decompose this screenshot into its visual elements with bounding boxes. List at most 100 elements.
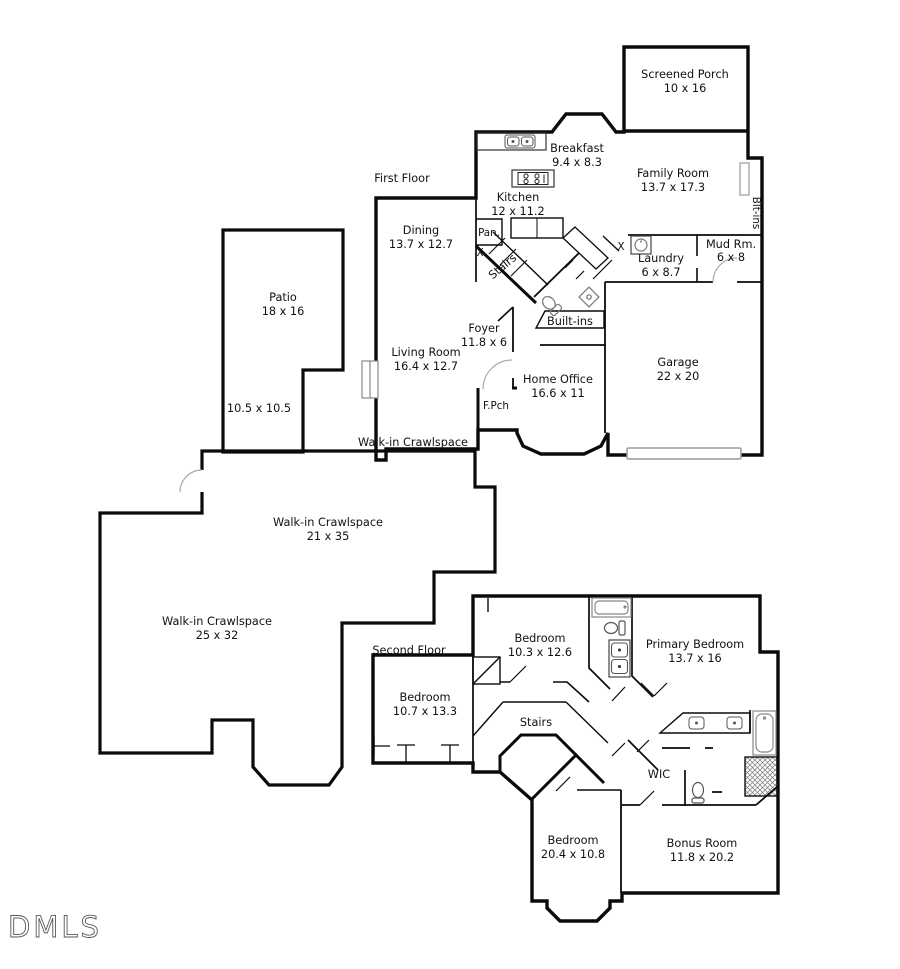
bath1-tub-icon (591, 597, 632, 618)
crawlspace-25x32-name: Walk-in Crawlspace (162, 615, 272, 628)
laundry-x-label: X (617, 241, 624, 253)
family-room-dims: 13.7 x 17.3 (641, 181, 705, 194)
second-floor-labels: Second Floor Bedroom 10.3 x 12.6 Primary… (372, 632, 744, 864)
bedroom2-name: Bedroom (399, 691, 450, 704)
primary-bedroom-name: Primary Bedroom (646, 638, 744, 651)
bath1-sinks-icon (608, 639, 631, 678)
angled-counter (562, 226, 609, 270)
stairs-label-ff: Stairs (486, 251, 519, 282)
dmls-watermark: DMLS (8, 910, 102, 944)
bedroom3-dims: 20.4 x 10.8 (541, 848, 605, 861)
home-office-dims: 16.6 x 11 (531, 387, 584, 400)
pantry-label: Pan. (478, 227, 500, 239)
screened-porch-dims: 10 x 16 (664, 82, 707, 95)
powder-toilet-icon (541, 295, 563, 317)
mud-room-dims: 6 x 8 (717, 251, 745, 264)
crawlspace-top-label: Walk-in Crawlspace (358, 436, 468, 449)
bath1-toilet-icon (603, 620, 626, 636)
family-room-name: Family Room (637, 167, 709, 180)
primary-bedroom-dims: 13.7 x 16 (668, 652, 721, 665)
vanity-outline (658, 712, 751, 734)
stairs-label-sf: Stairs (520, 716, 552, 729)
dining-dims: 13.7 x 12.7 (389, 238, 453, 251)
crawlspace-labels: Walk-in Crawlspace Walk-in Crawlspace 21… (162, 436, 468, 642)
first-floor-title: First Floor (374, 172, 430, 185)
primary-tub-icon (752, 710, 777, 756)
front-porch-walls (476, 386, 517, 430)
garage-dims: 22 x 20 (657, 370, 700, 383)
breakfast-name: Breakfast (550, 142, 604, 155)
bath1-right-wall (631, 596, 654, 698)
living-room-name: Living Room (391, 346, 460, 359)
bonus-room-name: Bonus Room (667, 837, 738, 850)
living-room-dims: 16.4 x 12.7 (394, 360, 458, 373)
stairs-steps (488, 237, 528, 277)
kitchen-dims: 12 x 11.2 (491, 205, 544, 218)
wic-label: WIC (648, 768, 671, 781)
built-ins-band (534, 310, 605, 329)
kitchen-counter (476, 132, 547, 151)
range-counter (511, 169, 555, 188)
bonus-top-wall (622, 785, 779, 806)
washer-icon (630, 235, 652, 255)
bedroom1-dims: 10.3 x 12.6 (508, 646, 572, 659)
patio-walls (221, 228, 345, 454)
stairs-thick-wall-2 (530, 752, 579, 801)
mudroom-door-arc (712, 257, 738, 283)
bath1-left-wall (588, 596, 611, 690)
home-office-name: Home Office (523, 373, 593, 386)
powder-sink-icon (578, 286, 600, 308)
garage-name: Garage (657, 356, 698, 369)
stairs-thick-wall (471, 733, 606, 785)
bedroom1-name: Bedroom (514, 632, 565, 645)
breakfast-dims: 9.4 x 8.3 (552, 156, 602, 169)
wc-door-leaf (636, 739, 655, 806)
powder-diagonal-wall (533, 252, 580, 298)
top-bedroom-door-leaf (509, 665, 527, 683)
second-floor-outer-walls (371, 594, 780, 923)
patio-extra-dims: 10.5 x 10.5 (227, 402, 291, 415)
shower-icon (744, 756, 778, 797)
top-bedroom-bottom-wall (500, 681, 590, 703)
kitchen-name: Kitchen (497, 191, 539, 204)
stairs-wall-thick (474, 244, 538, 305)
built-ins-niche (739, 162, 750, 196)
chimney-chase (472, 656, 501, 685)
stairs-x-label: X (476, 247, 483, 259)
crawlspace-25x32-dims: 25 x 32 (196, 629, 239, 642)
front-porch-label: F.Pch (483, 400, 509, 412)
hall-jamb-ticks (564, 259, 613, 280)
second-floor-plan (371, 594, 780, 923)
hall-door-marks (611, 682, 668, 757)
crawlspace-plan (98, 449, 497, 787)
window-t-marks (373, 737, 459, 762)
foyer-angle-wall (497, 306, 514, 322)
second-floor-title: Second Floor (372, 644, 446, 657)
vanity-sink-icons (688, 716, 743, 730)
screened-porch-name: Screened Porch (641, 68, 729, 81)
first-floor-plan (361, 45, 764, 462)
crawlspace-walls (98, 449, 497, 787)
range-icon (517, 172, 549, 185)
laundry-name: Laundry (638, 252, 684, 265)
pantry-walls (476, 218, 503, 246)
stairs-thin-walls (472, 701, 609, 744)
kitchen-sink-icon (504, 134, 536, 149)
bedroom3-name: Bedroom (547, 834, 598, 847)
crawlspace-21x35-dims: 21 x 35 (307, 530, 350, 543)
blt-ins-label: Blt-ins (750, 197, 762, 229)
crawlspace-door-arc (179, 469, 203, 493)
patio-name: Patio (269, 291, 297, 304)
dining-name: Dining (403, 224, 439, 237)
mud-room-name: Mud Rm. (706, 238, 756, 251)
laundry-dims: 6 x 8.7 (641, 266, 680, 279)
wc-toilet-icon (691, 781, 705, 804)
foyer-dims: 11.8 x 6 (461, 336, 507, 349)
bedroom2-dims: 10.7 x 13.3 (393, 705, 457, 718)
bonus-room-dims: 11.8 x 20.2 (670, 851, 734, 864)
bottom-bedroom-door-leaf (555, 776, 571, 792)
first-floor-labels: First Floor Screened Porch 10 x 16 Famil… (227, 68, 762, 415)
patio-plan (221, 228, 345, 454)
